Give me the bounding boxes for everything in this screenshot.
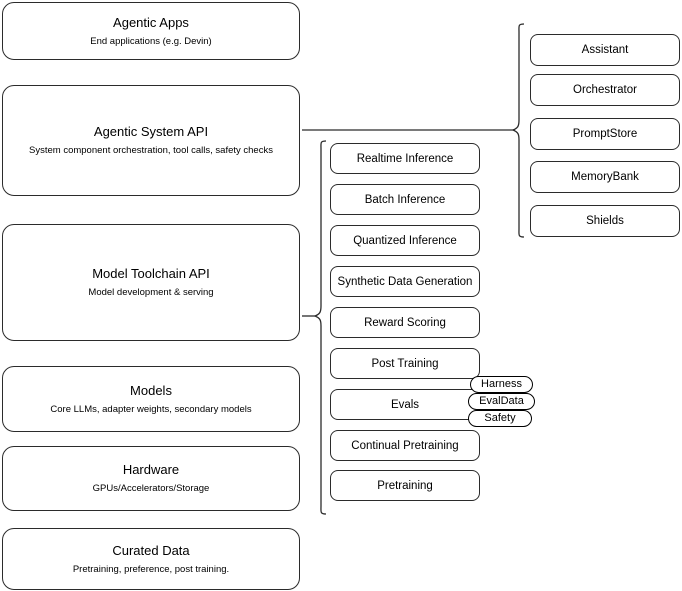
stack-layer-models[interactable]: Models Core LLMs, adapter weights, secon… [2,366,300,432]
stack-layer-agentic-system-api[interactable]: Agentic System API System component orch… [2,85,300,196]
stack-layer-subtitle: Core LLMs, adapter weights, secondary mo… [50,403,252,415]
stack-layer-title: Model Toolchain API [92,266,210,281]
agentic-component-assistant[interactable]: Assistant [530,34,680,66]
stack-layer-subtitle: System component orchestration, tool cal… [29,145,273,156]
stack-layer-curated-data[interactable]: Curated Data Pretraining, preference, po… [2,528,300,590]
eval-tag-safety[interactable]: Safety [468,410,532,427]
toolchain-component-realtime-inference[interactable]: Realtime Inference [330,143,480,174]
agentic-component-shields[interactable]: Shields [530,205,680,237]
toolchain-component-reward-scoring[interactable]: Reward Scoring [330,307,480,338]
toolchain-component-synthetic-data-generation[interactable]: Synthetic Data Generation [330,266,480,297]
toolchain-component-quantized-inference[interactable]: Quantized Inference [330,225,480,256]
eval-tag-evaldata[interactable]: EvalData [468,393,535,410]
toolchain-component-batch-inference[interactable]: Batch Inference [330,184,480,215]
stack-layer-title: Agentic System API [93,124,209,139]
stack-layer-title: Hardware [122,462,180,477]
stack-layer-title: Curated Data [112,542,190,558]
stack-layer-title: Models [130,382,172,398]
toolchain-component-pretraining[interactable]: Pretraining [330,470,480,501]
stack-layer-subtitle: End applications (e.g. Devin) [90,35,212,47]
stack-layer-subtitle: GPUs/Accelerators/Storage [92,483,210,494]
toolchain-component-continual-pretraining[interactable]: Continual Pretraining [330,430,480,461]
stack-layer-hardware[interactable]: Hardware GPUs/Accelerators/Storage [2,446,300,511]
agentic-component-orchestrator[interactable]: Orchestrator [530,74,680,106]
stack-layer-model-toolchain-api[interactable]: Model Toolchain API Model development & … [2,224,300,341]
stack-layer-title: Agentic Apps [113,14,189,30]
toolchain-component-post-training[interactable]: Post Training [330,348,480,379]
eval-tag-harness[interactable]: Harness [470,376,533,393]
toolchain-component-evals[interactable]: Evals [330,389,480,420]
stack-layer-agentic-apps[interactable]: Agentic Apps End applications (e.g. Devi… [2,2,300,60]
agentic-component-memorybank[interactable]: MemoryBank [530,161,680,193]
stack-layer-subtitle: Model development & serving [88,287,214,298]
agentic-component-promptstore[interactable]: PromptStore [530,118,680,150]
stack-layer-subtitle: Pretraining, preference, post training. [72,563,230,575]
